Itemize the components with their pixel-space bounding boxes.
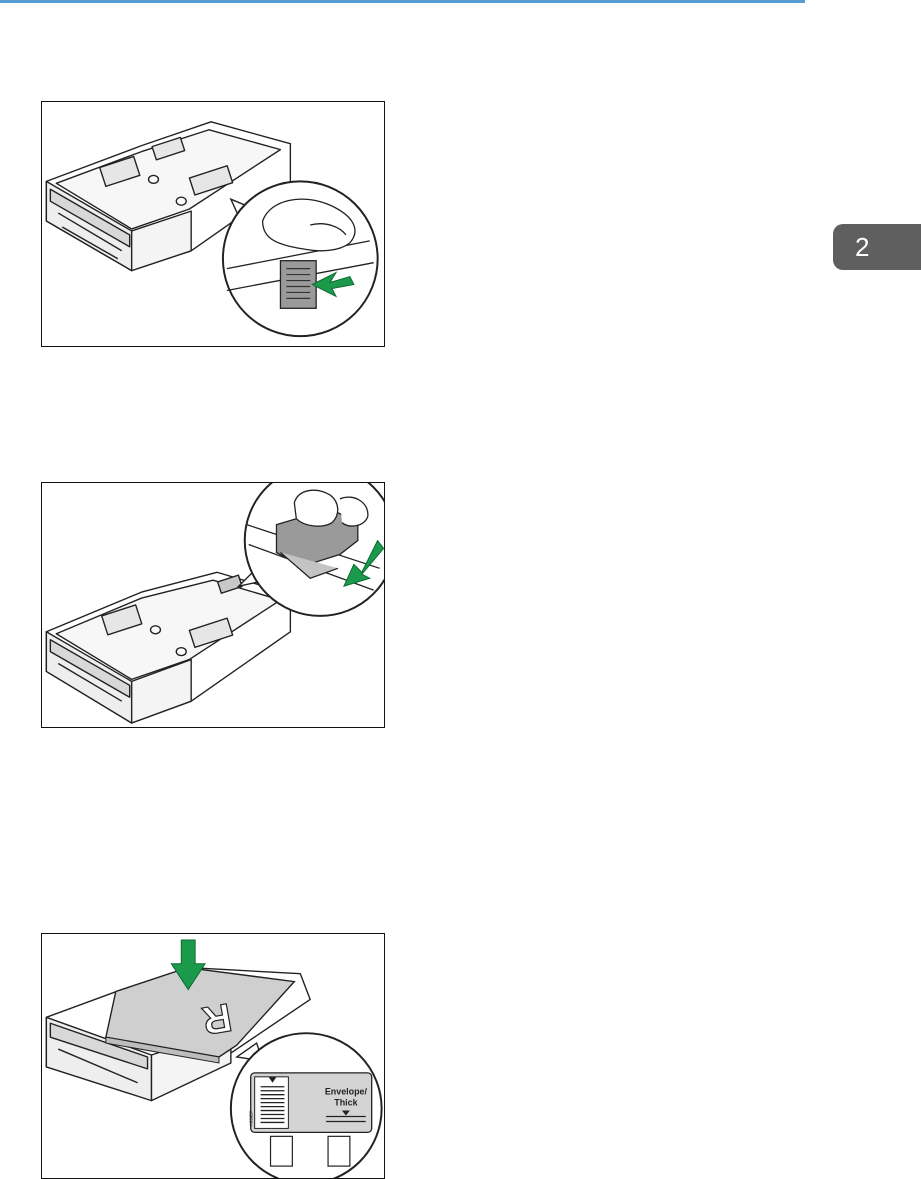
- figure-release-lever: [41, 101, 385, 347]
- limit-label-line1: Envelope/: [325, 1087, 368, 1097]
- header-rule: [0, 0, 805, 3]
- side-label: A5SEF: [249, 1111, 255, 1127]
- chapter-tab[interactable]: 2: [833, 224, 921, 270]
- tray-illustration-1: [42, 102, 384, 346]
- limit-label-line2: Thick: [334, 1098, 357, 1108]
- tray-illustration-3: R: [42, 934, 384, 1178]
- figure-load-paper: R: [41, 933, 385, 1179]
- tray-illustration-2: [42, 483, 384, 727]
- paper-limit-label: Envelope/ Thick A5SEF: [249, 1073, 372, 1133]
- figure-slide-end-guide: [41, 482, 385, 728]
